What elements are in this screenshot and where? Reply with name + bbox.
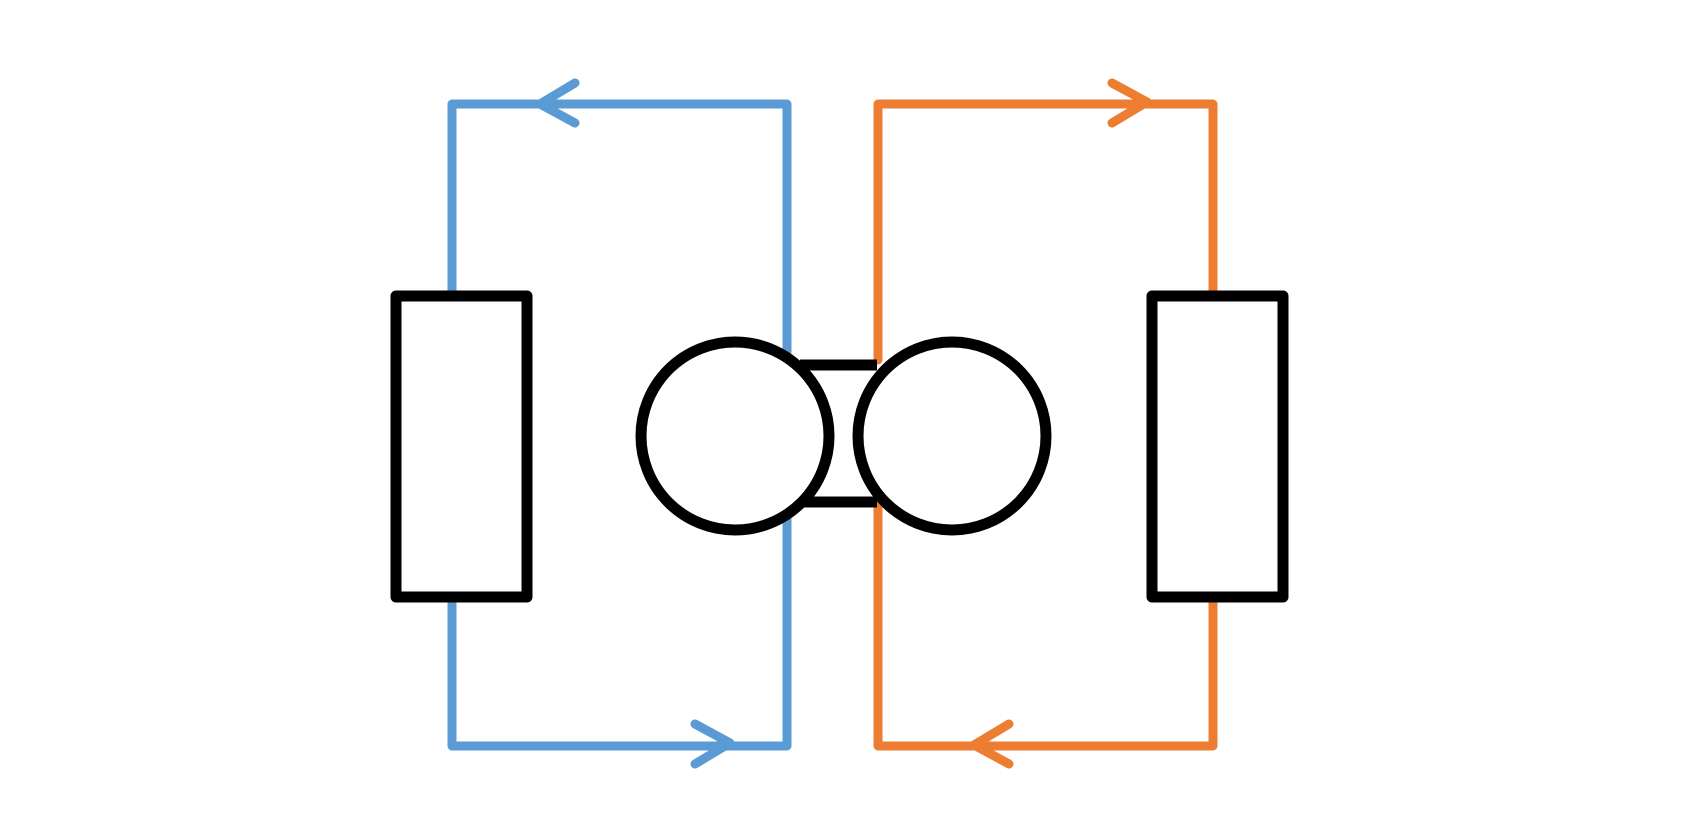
left-loop bbox=[447, 78, 792, 769]
right-loop-arrow-top bbox=[1107, 78, 1152, 128]
right-loop-wire-bottom bbox=[873, 500, 1218, 751]
right-loop-wire-top bbox=[873, 99, 1218, 365]
left-loop-wire-bottom bbox=[447, 513, 792, 751]
right-loop-arrow-bottom bbox=[969, 719, 1014, 769]
left-loop-arrow-top bbox=[535, 78, 580, 128]
left-loop-arrow-bottom bbox=[690, 719, 735, 769]
left-resistor bbox=[390, 290, 533, 603]
left-loop-wire-top bbox=[447, 99, 792, 357]
right-loop bbox=[873, 78, 1218, 769]
left-coil bbox=[635, 336, 835, 536]
right-coil bbox=[852, 336, 1052, 536]
right-resistor bbox=[1146, 290, 1289, 603]
